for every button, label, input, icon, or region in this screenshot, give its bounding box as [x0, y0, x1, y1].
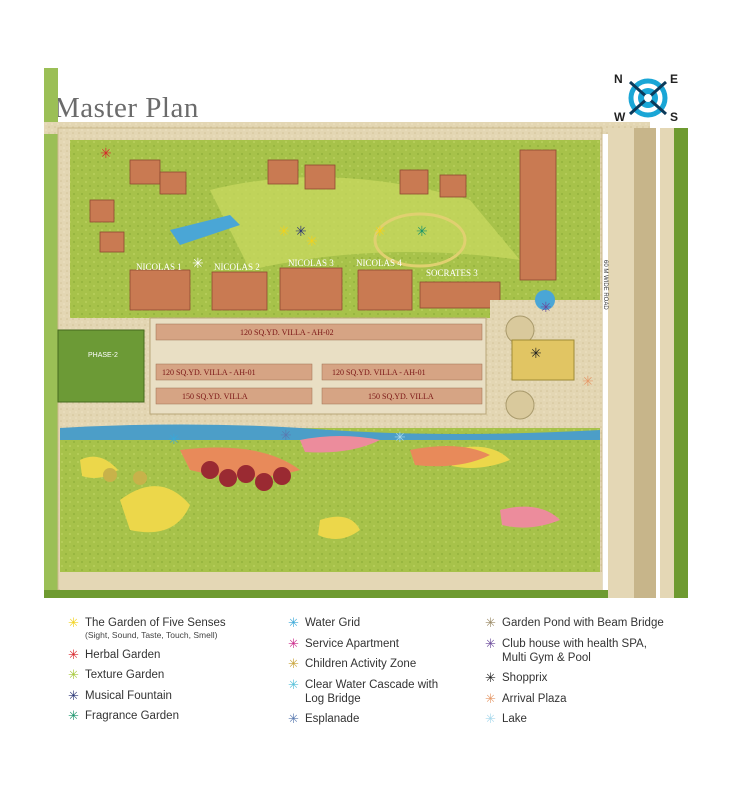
- nicolas3-label: NICOLAS 3: [288, 258, 334, 268]
- legend-item-children-activity: ✳ Children Activity Zone: [288, 656, 417, 671]
- svg-text:✳: ✳: [278, 224, 290, 240]
- villa-150-left-label: 150 SQ.YD. VILLA: [182, 392, 248, 401]
- legend-item-club-house: ✳ Club house with health SPA, Multi Gym …: [485, 635, 647, 664]
- socrates3-label: SOCRATES 3: [426, 268, 478, 278]
- sand-bunker-3: [318, 516, 360, 539]
- legend-item-fragrance-garden: ✳ Fragrance Garden: [68, 708, 179, 723]
- svg-text:✳: ✳: [374, 224, 386, 240]
- flower-bed-3: [500, 506, 560, 528]
- left-hedge: [44, 68, 58, 598]
- legend-item-arrival-plaza: ✳ Arrival Plaza: [485, 690, 567, 706]
- legend-item-herbal-garden: ✳ Herbal Garden: [68, 646, 161, 662]
- compass-rose: N E W S: [608, 72, 688, 124]
- star-icon: ✳: [288, 676, 299, 692]
- nicolas1-label: NICOLAS 1: [136, 262, 182, 272]
- lake: [60, 424, 600, 440]
- sand-bunker-1: [120, 486, 190, 533]
- star-icon: ✳: [68, 615, 79, 630]
- club-pool: [535, 290, 555, 310]
- compass-north: N: [614, 72, 623, 86]
- svg-text:✳: ✳: [540, 300, 552, 316]
- star-icon: ✳: [288, 635, 299, 651]
- roundabout-2: [505, 390, 535, 420]
- star-icon: ✳: [68, 667, 79, 682]
- svg-text:✳: ✳: [306, 234, 318, 250]
- star-icon: ✳: [485, 615, 496, 630]
- svg-text:✳: ✳: [416, 224, 428, 240]
- compass-icon: [628, 78, 668, 118]
- lower-path: [60, 572, 602, 590]
- star-icon: ✳: [485, 690, 496, 706]
- shopprix-block: [511, 339, 575, 381]
- svg-text:✳: ✳: [192, 256, 204, 272]
- villa-rows: [155, 323, 483, 405]
- legend-item-musical-fountain: ✳ Musical Fountain: [68, 687, 172, 703]
- legend-item-garden-five-senses: ✳ The Garden of Five Senses (Sight, Soun…: [68, 615, 226, 641]
- road-label: 60 M WIDE ROAD: [602, 260, 608, 310]
- star-icon: ✳: [68, 708, 79, 723]
- phase2-block: [57, 329, 145, 403]
- villa-120-left-label: 120 SQ.YD. VILLA - AH-01: [162, 368, 256, 377]
- villa-120-right-label: 120 SQ.YD. VILLA - AH-01: [332, 368, 426, 377]
- svg-text:✳: ✳: [280, 428, 292, 444]
- villa-120-top-label: 120 SQ.YD. VILLA - AH-02: [240, 328, 334, 337]
- legend-column-1: ✳ The Garden of Five Senses (Sight, Soun…: [68, 616, 268, 730]
- compass-south: S: [670, 110, 679, 124]
- road-verge: [608, 128, 634, 598]
- star-icon: ✳: [485, 711, 496, 726]
- legend-column-3: ✳ Garden Pond with Beam Bridge ✳ Club ho…: [485, 616, 685, 733]
- star-icon: ✳: [288, 615, 299, 630]
- svg-text:✳: ✳: [530, 346, 542, 362]
- tree-cluster-red: [201, 461, 291, 491]
- nicolas4-label: NICOLAS 4: [356, 258, 402, 268]
- legend-item-shopprix: ✳ Shopprix: [485, 670, 548, 685]
- flower-bed-2: [410, 446, 490, 467]
- road: [634, 128, 656, 598]
- nicolas2-label: NICOLAS 2: [214, 262, 260, 272]
- fragrance-garden-path: [373, 212, 467, 268]
- compass-west: W: [614, 110, 626, 124]
- villa-150-right-label: 150 SQ.YD. VILLA: [368, 392, 434, 401]
- right-hedge: [674, 128, 688, 598]
- svg-text:✳: ✳: [295, 224, 307, 240]
- legend-item-water-grid: ✳ Water Grid: [288, 615, 361, 630]
- tower-clusters: [89, 149, 557, 311]
- bottom-hedge: [44, 590, 608, 598]
- legend-item-garden-pond: ✳ Garden Pond with Beam Bridge: [485, 615, 664, 630]
- water-channel: [170, 215, 240, 245]
- page-title: Master Plan: [54, 92, 199, 124]
- star-icon: ✳: [485, 635, 496, 651]
- star-icon: ✳: [288, 656, 299, 671]
- legend-item-texture-garden: ✳ Texture Garden: [68, 667, 165, 682]
- site-map: ✳ ✳ ✳ ✳ ✳ ✳ ✳ ✳ ✳ ✳ ✳ ✳ ✳: [44, 68, 688, 598]
- road-verge-2: [660, 128, 674, 598]
- flower-bed-4: [300, 436, 380, 453]
- compass-east: E: [670, 72, 679, 86]
- svg-text:✳: ✳: [582, 374, 594, 390]
- svg-text:✳: ✳: [394, 430, 406, 446]
- central-lawn: [210, 177, 520, 270]
- star-icon: ✳: [68, 687, 79, 703]
- legend-item-lake: ✳ Lake: [485, 711, 527, 726]
- svg-text:✳: ✳: [168, 432, 180, 448]
- legend-item-clear-water-cascade: ✳ Clear Water Cascade with Log Bridge: [288, 676, 439, 705]
- tree-cluster-yellow: [103, 468, 147, 485]
- star-icon: ✳: [485, 670, 496, 685]
- star-icon: ✳: [68, 646, 79, 662]
- legend-item-service-apartment: ✳ Service Apartment: [288, 635, 399, 651]
- phase2-label: PHASE-2: [88, 352, 118, 359]
- map-markers: ✳ ✳ ✳ ✳ ✳ ✳ ✳ ✳ ✳ ✳ ✳ ✳ ✳: [100, 146, 594, 448]
- legend-column-2: ✳ Water Grid ✳ Service Apartment ✳ Child…: [288, 616, 468, 733]
- legend-item-esplanade: ✳ Esplanade: [288, 711, 360, 726]
- star-icon: ✳: [288, 711, 299, 726]
- svg-text:✳: ✳: [100, 146, 112, 162]
